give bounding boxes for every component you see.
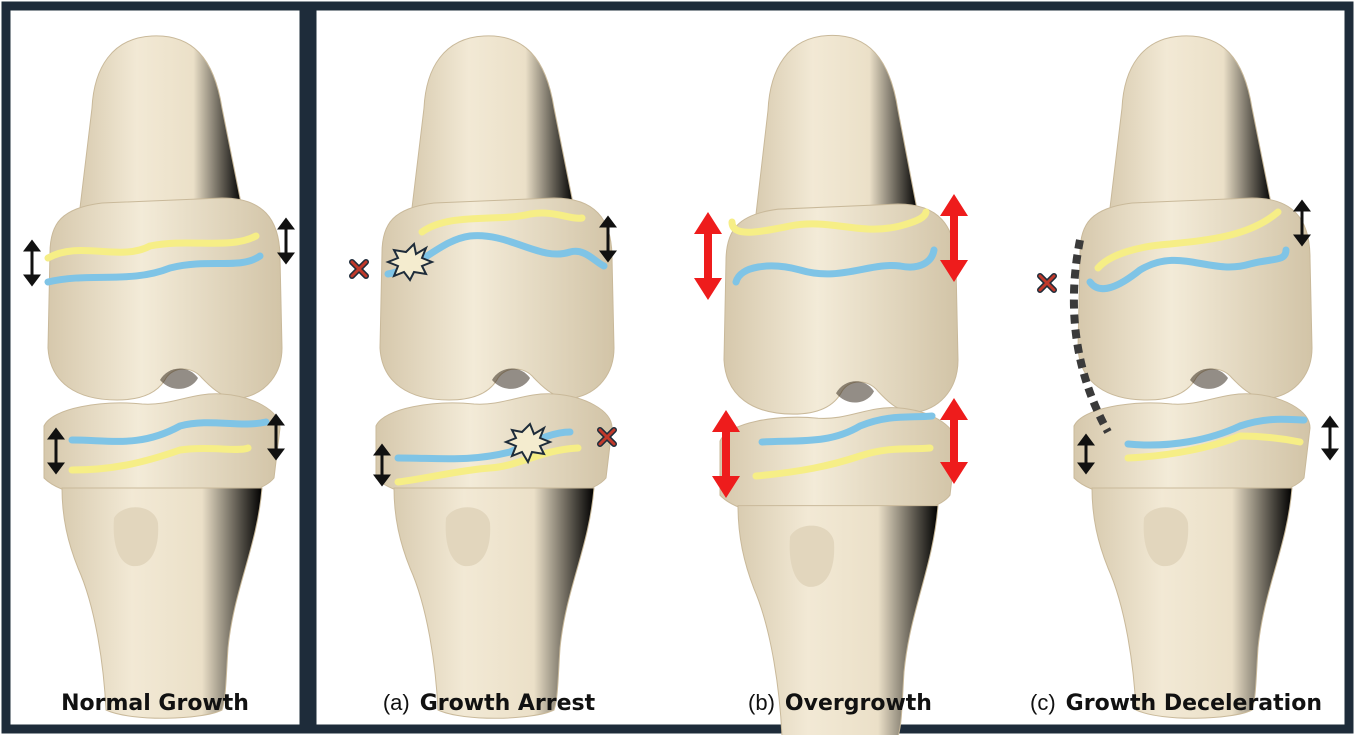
caption-over-title: Overgrowth — [785, 691, 932, 716]
caption-arrest: (a) Growth Arrest — [330, 686, 648, 720]
caption-over: (b) Overgrowth — [680, 686, 1000, 720]
knee-decel — [1074, 36, 1312, 718]
caption-arrest-tag: (a) — [383, 690, 410, 716]
caption-arrest-title: Growth Arrest — [420, 691, 595, 716]
knee-normal — [44, 36, 282, 718]
bony-bar-femur — [388, 244, 432, 280]
cross-icon — [1040, 276, 1054, 290]
knee-arrest — [376, 36, 614, 718]
caption-decel: (c) Growth Deceleration — [1010, 686, 1342, 720]
caption-normal: Normal Growth — [12, 686, 298, 720]
caption-over-tag: (b) — [748, 690, 775, 716]
caption-normal-title: Normal Growth — [61, 691, 249, 716]
caption-decel-tag: (c) — [1030, 690, 1056, 716]
caption-decel-title: Growth Deceleration — [1066, 691, 1322, 716]
knee-over — [720, 35, 958, 735]
